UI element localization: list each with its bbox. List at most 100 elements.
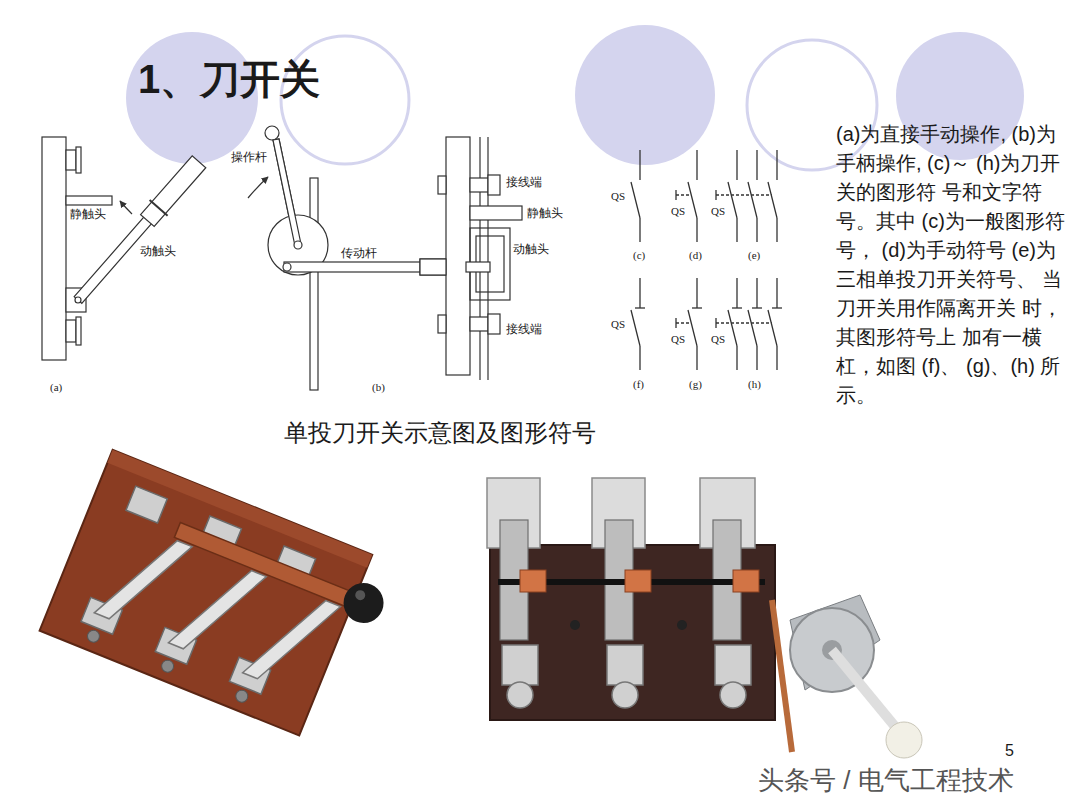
- knife-switch-figure-b: [479, 137, 480, 380]
- knife-switch-photo: [625, 570, 651, 592]
- knife-switch-photo: [86, 628, 102, 644]
- figure-tag: (f): [633, 378, 644, 391]
- knife-switch-photo: [733, 570, 759, 592]
- switch-symbols: [736, 150, 737, 180]
- figure-tag: (h): [748, 378, 761, 391]
- symbol-letters: QS: [611, 190, 625, 203]
- switch-symbols: [776, 150, 777, 180]
- part-label: 静触头: [70, 208, 106, 222]
- knife-switch-figure-b: [265, 126, 279, 140]
- knife-switch-photo: [354, 589, 367, 602]
- switch-symbols: [639, 150, 640, 180]
- switch-symbols: [675, 190, 676, 200]
- switch-symbols: [631, 150, 782, 370]
- knife-switch-photo: [40, 450, 400, 747]
- switch-symbols: [688, 182, 697, 218]
- decor-circles: [575, 25, 715, 165]
- knife-switch-photo: [502, 645, 751, 708]
- switch-symbols: [752, 307, 762, 308]
- knife-switch-photo: [612, 682, 638, 708]
- figure-caption: 单投刀开关示意图及图形符号: [284, 420, 596, 448]
- switch-symbols: [639, 218, 640, 242]
- knife-switch-photo: [174, 522, 356, 608]
- figure-tag: (c): [633, 249, 645, 262]
- knife-switch-photo: [126, 486, 167, 523]
- knife-switch-figure-b: [466, 262, 490, 272]
- knife-switch-photo: [86, 628, 250, 704]
- knife-switch-figure-b: [310, 178, 318, 390]
- knife-switch-figure-a: [141, 156, 206, 227]
- knife-switch-figure-b: [294, 241, 302, 249]
- knife-switch-photo: [338, 577, 390, 629]
- switch-symbols: [768, 182, 777, 218]
- knife-switch-figure-b: [470, 178, 488, 192]
- knife-switch-photo: [607, 645, 643, 685]
- switch-symbols: [736, 278, 737, 308]
- knife-switch-photo: [677, 620, 687, 630]
- knife-switch-figure-a: [120, 201, 132, 214]
- description-text: (a)为直接手动操作, (b)为手柄操作, (c)～ (h)为刀开关的图形符 号…: [836, 120, 1074, 410]
- knife-switch-photo: [502, 645, 538, 685]
- part-label: 接线端: [506, 323, 542, 337]
- knife-switch-figure-a: [42, 137, 66, 360]
- symbol-letters: QS: [611, 318, 625, 331]
- switch-symbols: [675, 318, 676, 328]
- knife-switch-figure-a: [75, 297, 81, 303]
- switch-symbols: [776, 278, 777, 308]
- symbol-letters: QS: [671, 333, 685, 346]
- knife-switch-figure-b: [420, 259, 446, 275]
- knife-switch-figure-b: [283, 263, 291, 271]
- switch-symbols: [696, 218, 697, 242]
- switch-symbols: [696, 150, 697, 180]
- switch-symbols: [736, 346, 737, 370]
- knife-switch-figure-b: [248, 126, 522, 390]
- knife-switch-photo: [520, 570, 546, 592]
- part-label: 接线端: [506, 176, 542, 190]
- switch-symbols: [696, 346, 697, 370]
- switch-symbols: [631, 182, 640, 218]
- figure-tag: (a): [50, 381, 62, 394]
- switch-symbols: [631, 310, 640, 346]
- switch-symbols: [776, 346, 777, 370]
- knife-switch-figure-b: [284, 262, 424, 272]
- switch-symbols: [696, 278, 697, 308]
- figure-tag: (e): [748, 249, 760, 262]
- switch-symbols: [639, 346, 640, 370]
- switch-symbols: [635, 307, 645, 308]
- knife-switch-figure-b: [470, 317, 488, 331]
- switch-symbols: [728, 310, 737, 346]
- part-label: 动触头: [140, 245, 176, 259]
- switch-symbols: [676, 322, 690, 323]
- knife-switch-photo: [772, 600, 792, 752]
- switch-symbols: [715, 190, 716, 200]
- switch-symbols: [756, 278, 757, 308]
- knife-switch-figure-a: [66, 320, 76, 342]
- switch-symbols: [748, 182, 757, 218]
- figure-tag: (b): [372, 381, 385, 394]
- switch-symbols: [756, 346, 757, 370]
- knife-switch-photo: [570, 620, 580, 630]
- watermark: 头条号 / 电气工程技术: [758, 766, 1014, 796]
- part-label: 传动杆: [341, 247, 377, 261]
- switch-symbols: [639, 278, 640, 308]
- knife-switch-figure-b: [470, 206, 522, 220]
- knife-switch-photo: [715, 645, 751, 685]
- knife-switch-figure-b: [446, 137, 470, 375]
- switch-symbols: [715, 318, 716, 328]
- symbol-letters: QS: [711, 205, 725, 218]
- symbol-letters: QS: [711, 333, 725, 346]
- knife-switch-photo: [160, 658, 176, 674]
- slide-title: 1、刀开关: [138, 56, 320, 102]
- switch-symbols: [692, 307, 702, 308]
- knife-switch-photo: [487, 478, 922, 758]
- knife-switch-figure-a: [76, 147, 81, 173]
- switch-symbols: [728, 182, 737, 218]
- page-number: 5: [1005, 742, 1014, 760]
- symbol-letters: QS: [671, 205, 685, 218]
- knife-switch-figure-b: [487, 137, 488, 380]
- figure-tag: (g): [689, 378, 702, 391]
- switch-symbols: [748, 310, 757, 346]
